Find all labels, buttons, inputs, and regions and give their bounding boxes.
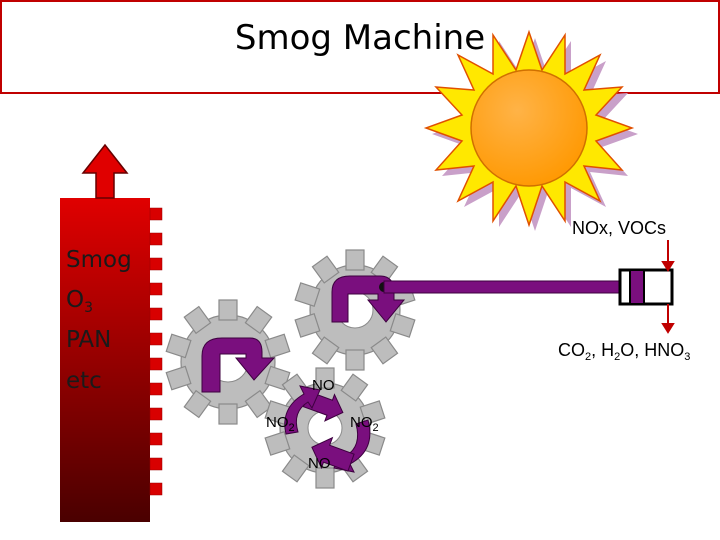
output-arrow [661, 304, 675, 334]
sun-icon [423, 29, 638, 231]
cycle-arrows [284, 385, 371, 473]
stack-label-o3: O3 [66, 287, 94, 316]
cycle-label-right: NO2 [350, 414, 379, 434]
cycle-label-left: NO2 [266, 414, 295, 434]
stack-label-pan: PAN [66, 327, 112, 353]
inputs-label: NOx, VOCs [572, 218, 667, 238]
smokestack [60, 198, 163, 522]
rotation-arrow-left [201, 337, 276, 393]
stack-label-smog: Smog [66, 247, 132, 273]
title-banner [0, 0, 720, 94]
stack-label-etc: etc [66, 368, 102, 394]
gear-upper [294, 249, 416, 371]
cycle-label-bottom: NO [308, 455, 331, 472]
input-arrow [661, 240, 675, 272]
drive-shaft [383, 280, 635, 294]
outputs-label: CO2, H2O, HNO3 [558, 340, 691, 363]
engine-cylinder [618, 268, 674, 306]
page-title: Smog Machine [234, 18, 486, 58]
cycle-label-top: NO [312, 377, 335, 394]
gear-lower [264, 367, 386, 489]
emission-up-arrow [81, 143, 129, 199]
